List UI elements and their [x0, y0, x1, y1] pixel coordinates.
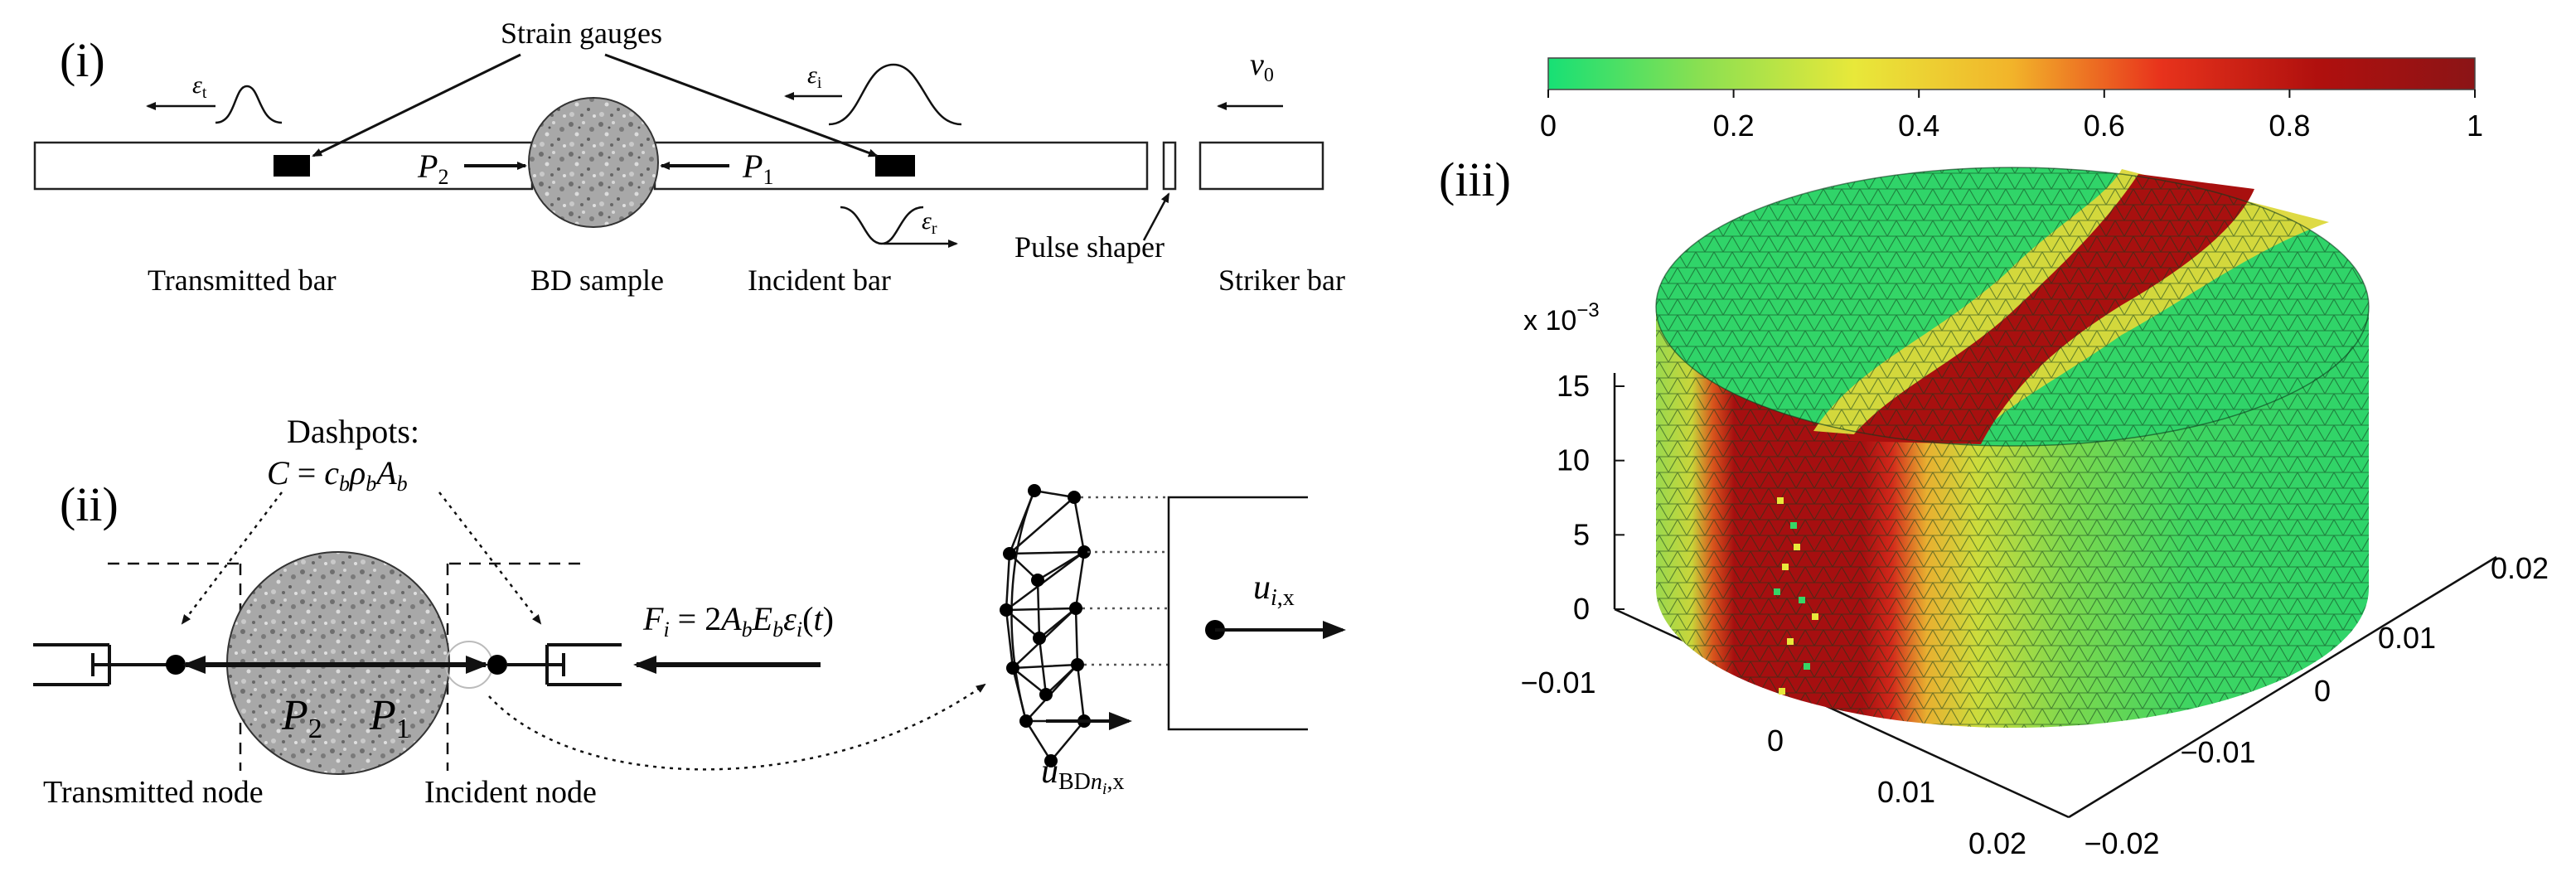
eps-i-label: εi: [807, 61, 822, 92]
transmitted-node-label: Transmitted node: [43, 775, 264, 810]
colorbar: [1547, 57, 2476, 90]
eps-t-wave: [215, 85, 283, 124]
x-tick-label: 0.01: [1877, 775, 1935, 809]
incident-node-label: Incident node: [424, 775, 597, 810]
x-tick-label: 0.02: [1968, 826, 2026, 860]
y-tick-label: −0.02: [2084, 826, 2159, 860]
dashpot-pointer-left: [181, 491, 283, 625]
transmitted-bar-label: Transmitted bar: [148, 264, 337, 297]
cylinder-top-mesh: [1656, 167, 2369, 446]
z-exponent: x 10−3: [1523, 299, 1600, 336]
colorbar-tick-label: 0.8: [2269, 109, 2310, 143]
u-ix-label: ui,x: [1253, 569, 1295, 611]
v0-label: v0: [1250, 47, 1274, 86]
mesh-dotted-ties: [1081, 496, 1169, 666]
pulse-shaper-shape: [1162, 141, 1177, 191]
colorbar-tick-label: 0.2: [1713, 109, 1755, 143]
cylinder-top-rim: [1655, 167, 2370, 447]
y-tick-label: 0.02: [2491, 551, 2549, 585]
colorbar-tick-label: 1: [2467, 109, 2483, 143]
x-axis-ticks: −0.01 0 0.01 0.02: [1520, 666, 2026, 860]
panel-ii-label: (ii): [60, 477, 119, 531]
eps-t-label: εt: [192, 71, 207, 102]
strain-gauge-incident: [875, 155, 915, 177]
scattered-elements: [1774, 497, 1818, 695]
y-tick-label: −0.01: [2180, 735, 2255, 769]
panel-ii: (ii) Dashpots: C = cbρbAb P2 P1 Fi = 2Ab…: [33, 413, 1346, 810]
inset-connector: [488, 683, 986, 771]
strain-gauge-transmitted: [274, 155, 310, 177]
gauge-pointer-left: [312, 53, 521, 157]
bar-end-bracket: [1167, 496, 1308, 731]
dashpot-left: [33, 643, 174, 686]
panel-i-label: (i): [60, 33, 105, 87]
bd-sample-label: BD sample: [530, 264, 664, 297]
dashpot-right: [507, 643, 622, 686]
incident-bar-label: Incident bar: [748, 264, 891, 297]
incident-node: [487, 655, 507, 675]
y-tick-label: 0: [2314, 674, 2331, 708]
striker-bar-label: Striker bar: [1218, 264, 1345, 297]
strain-gauges-label: Strain gauges: [501, 17, 662, 50]
u-bd-label: uBDni,x: [1041, 753, 1124, 798]
panel-i: (i) Strain gauges P2 P1 εt εi εr v0: [33, 17, 1345, 297]
pulse-shaper-label: Pulse shaper: [1014, 230, 1165, 264]
colorbar-ticks: 0 0.2 0.4 0.6 0.8 1: [1540, 90, 2483, 143]
eps-r-label: εr: [922, 207, 937, 238]
z-tick-label: 5: [1573, 517, 1590, 551]
p1-symbol: P1: [742, 148, 773, 189]
pulse-shaper-pointer: [1142, 192, 1170, 241]
z-exponent-base: x 10: [1523, 305, 1576, 336]
y-axis-ticks: 0.02 0.01 0 −0.01 −0.02: [2084, 551, 2549, 860]
striker-bar-shape: [1198, 141, 1324, 191]
transmitted-node: [166, 655, 186, 675]
z-tick-label: 10: [1557, 443, 1590, 477]
gauge-pointer-right: [604, 53, 879, 157]
eps-i-wave: [828, 63, 962, 126]
bd-sample-disc: [528, 97, 659, 228]
z-exponent-power: −3: [1576, 299, 1599, 322]
y-tick-label: 0.01: [2378, 621, 2436, 655]
z-tick-label: 0: [1573, 592, 1590, 626]
x-tick-label: 0: [1767, 724, 1784, 758]
colorbar-tick-label: 0.4: [1898, 109, 1939, 143]
z-tick-label: 15: [1557, 369, 1590, 403]
dashpots-formula: C = cbρbAb: [267, 454, 408, 496]
z-axis-ticks: 15 10 5 0: [1557, 369, 1625, 626]
colorbar-tick-label: 0.6: [2084, 109, 2125, 143]
colorbar-tick-label: 0: [1540, 109, 1557, 143]
panel-iii-label: (iii): [1439, 153, 1511, 206]
dashpots-title: Dashpots:: [287, 413, 419, 450]
force-formula: Fi = 2AbEbεi(t): [642, 600, 834, 642]
eps-r-wave: [840, 206, 924, 245]
x-tick-label: −0.01: [1520, 666, 1595, 700]
dashpot-pointer-right: [438, 491, 542, 625]
